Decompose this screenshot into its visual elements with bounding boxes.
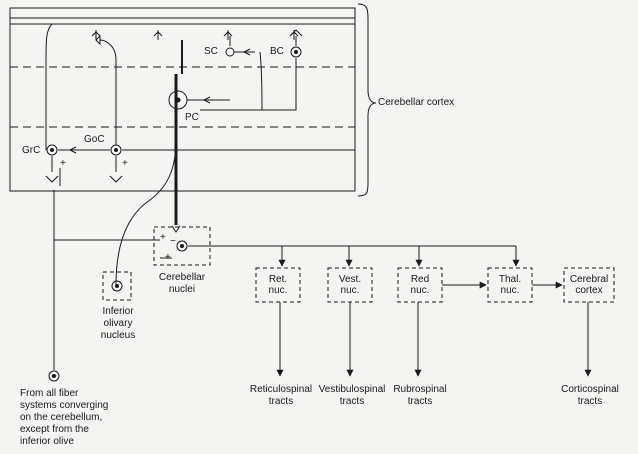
purkinje-cell-label: PC: [185, 112, 199, 123]
inferior-olive-label: Inferior olivary nucleus: [100, 306, 136, 341]
olive-cell-body: [111, 280, 123, 292]
reticular-nucleus-box: [255, 267, 301, 303]
plus-sign-grc: +: [60, 158, 66, 169]
cerebral-cortex-box: [563, 267, 615, 303]
red-nucleus-label: Red nuc.: [410, 274, 430, 296]
cortex-box: [9, 7, 356, 192]
cerebral-cortex-label: Cerebral cortex: [569, 274, 609, 296]
golgi-cell-label: GoC: [84, 134, 105, 145]
granule-cell-body: [46, 144, 58, 156]
vestibular-nucleus-label: Vest. nuc.: [338, 274, 362, 296]
cortex-brace: [357, 3, 377, 197]
plus-sign-nuclei-upper: +: [160, 232, 166, 243]
reticulospinal-label: Reticulospinal tracts: [249, 384, 313, 407]
basket-cell-label: BC: [270, 46, 284, 57]
reticular-nucleus-label: Ret. nuc.: [268, 274, 288, 296]
minus-sign-nuclei: −: [170, 236, 176, 247]
basket-cell-body: [290, 46, 302, 58]
corticospinal-label: Corticospinal tracts: [561, 384, 619, 407]
inferior-olive-box: [102, 271, 132, 301]
nuclear-cell-body: [176, 240, 188, 252]
plus-sign-goc: +: [122, 158, 128, 169]
thalamic-nucleus-label: Thal. nuc.: [498, 274, 522, 296]
cerebellar-cortex-label: Cerebellar cortex: [378, 97, 455, 108]
cerebellar-nuclei-box: [153, 226, 211, 266]
thalamic-nucleus-box: [487, 267, 533, 303]
stellate-cell-label: SC: [204, 46, 218, 57]
vestibulospinal-label: Vestibulospinal tracts: [318, 384, 386, 407]
red-nucleus-box: [397, 267, 443, 303]
plus-sign-nuclei-lower: +: [165, 252, 171, 263]
stellate-cell-body: [225, 47, 235, 57]
cerebellar-nuclei-label: Cerebellar nuclei: [158, 272, 206, 295]
mossy-source-label: From all fiber systems converging on the…: [20, 388, 109, 447]
granule-cell-label: GrC: [22, 145, 41, 156]
rubrospinal-label: Rubrospinal tracts: [393, 384, 447, 407]
mossy-source-cell-body: [48, 370, 60, 382]
